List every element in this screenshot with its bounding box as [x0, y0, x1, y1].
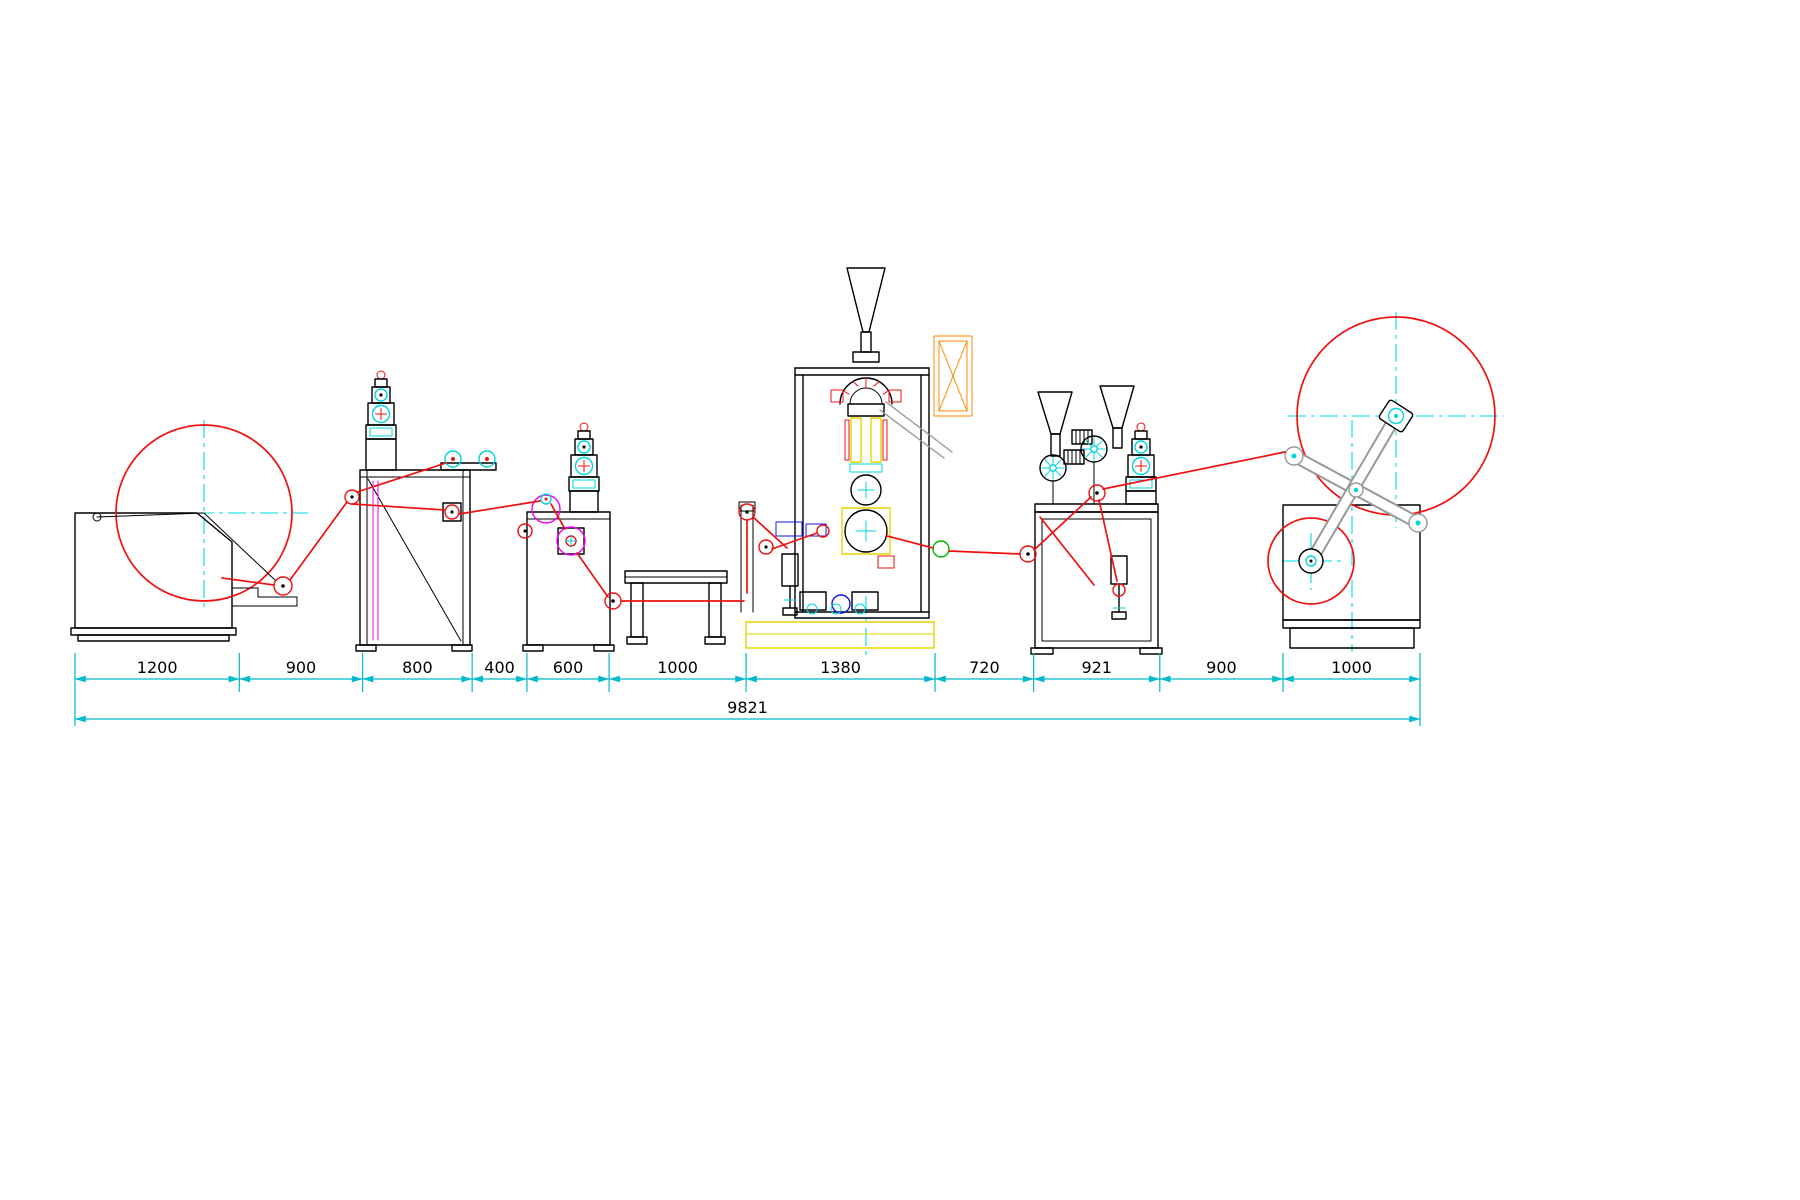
dimension-label: 1000	[1331, 658, 1372, 677]
dimension-label: 1200	[137, 658, 178, 677]
floor-roller	[604, 592, 622, 610]
hopper	[846, 267, 886, 333]
edge-roller	[517, 523, 533, 539]
turn-roller	[1088, 484, 1106, 502]
top-roller	[444, 450, 462, 468]
unwind-roll	[115, 424, 293, 602]
dimension-label: 900	[1206, 658, 1237, 677]
dimension-chain: 1200 900 800 400 600 1000 1380 720 921 900 1000	[74, 653, 1421, 726]
nip-roller	[444, 504, 460, 520]
coating-roll	[556, 526, 586, 556]
dimension-label: 900	[286, 658, 317, 677]
machine-frame-stand	[344, 370, 497, 652]
dimension-label: 1000	[657, 658, 698, 677]
heater-band	[850, 417, 862, 463]
machine-coating-unit	[517, 422, 615, 652]
overall-dimension-label: 9821	[727, 698, 768, 717]
machine-winder	[1267, 316, 1496, 649]
dimension-label: 720	[969, 658, 1000, 677]
machine-unwinder	[70, 424, 298, 642]
floor-roller	[1019, 545, 1037, 563]
web-sensor	[932, 540, 950, 558]
drive-stack	[568, 422, 600, 492]
dimension-label: 1380	[820, 658, 861, 677]
coating-roll	[531, 494, 561, 524]
dimension-label: 921	[1081, 658, 1112, 677]
hopper	[1037, 391, 1073, 435]
dimension-label: 400	[484, 658, 515, 677]
edge-guide-frame	[933, 335, 973, 417]
heater-band	[870, 417, 882, 463]
finished-roll	[1267, 517, 1355, 605]
base-frame	[745, 621, 935, 649]
press-cylinder	[1110, 555, 1128, 585]
main-roll	[844, 509, 888, 553]
overall-dimension: 9821	[75, 698, 1420, 723]
blower-fan	[1080, 435, 1108, 463]
dimension-label: 800	[402, 658, 433, 677]
guide-roller	[273, 576, 293, 596]
machine-dual-hopper-unit	[1030, 385, 1163, 655]
blower-fan	[1039, 454, 1067, 482]
hopper	[1099, 385, 1135, 429]
top-roller	[478, 450, 496, 468]
roller-table	[624, 570, 728, 645]
drive-stack	[365, 370, 397, 440]
centerlines	[100, 312, 1504, 656]
chill-roll	[850, 474, 882, 506]
dimension-label: 600	[553, 658, 584, 677]
turret-arms	[1284, 409, 1428, 568]
machine-extrusion-laminator	[738, 267, 973, 649]
web-path	[221, 451, 1286, 610]
